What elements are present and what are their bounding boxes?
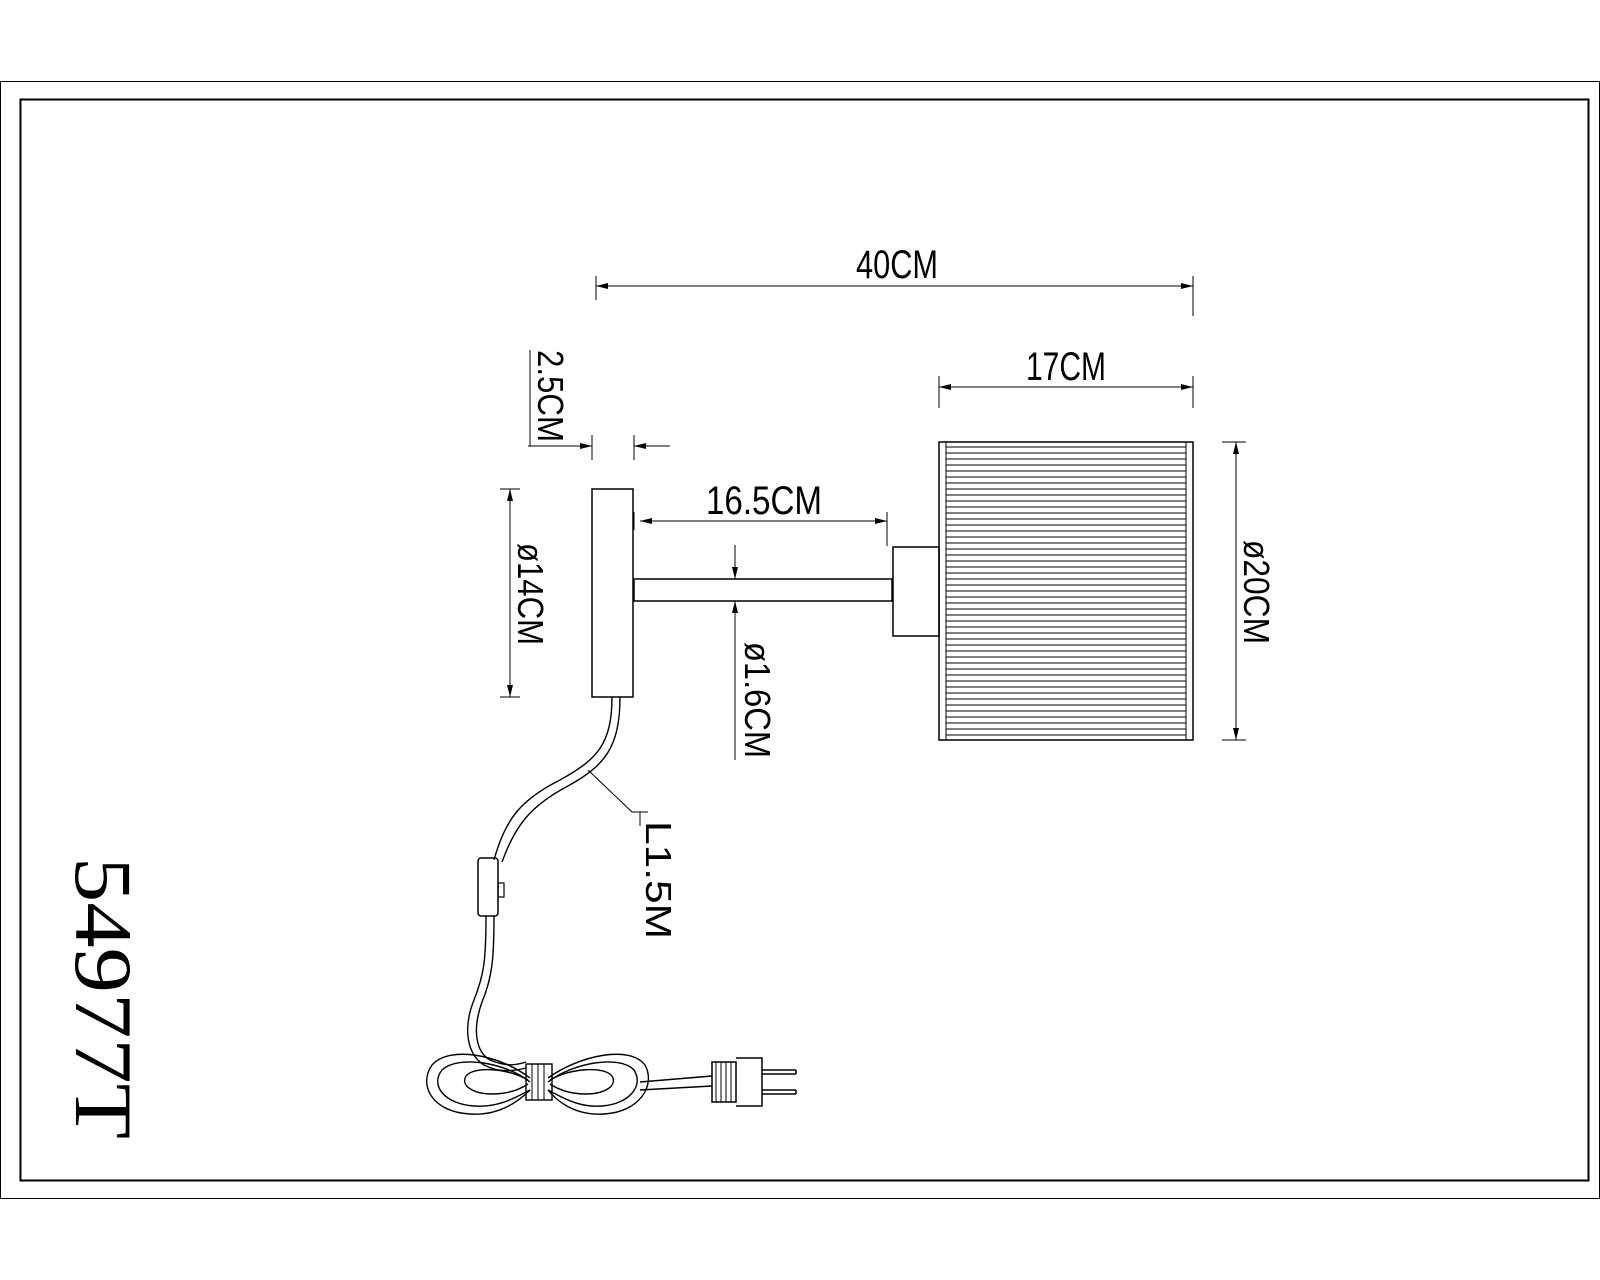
inner-frame [19,98,1590,1182]
lamp-shade [938,441,1194,741]
dim-cable-length: L1.5M [587,769,679,939]
arm-diameter-label: ø1.6CM [737,642,778,758]
cable-coil [426,1053,650,1115]
power-plug [711,1057,797,1107]
arm-length-label: 16.5CM [706,479,822,523]
dim-overall-width: 40CM [595,243,1194,316]
dim-shade-diameter: ø20CM [1222,441,1277,741]
cable-length-label: L1.5M [638,821,679,939]
overall-width-label: 40CM [856,243,938,287]
dim-base-depth: 2.5CM [528,350,670,460]
cable-switch [477,857,505,917]
wall-base-plate [591,488,634,698]
lamp-socket [892,546,940,637]
outer-frame [0,81,1600,1199]
lamp-arm [633,578,893,602]
shade-diameter-label: ø20CM [1236,540,1277,644]
dim-arm-length: 16.5CM [633,479,888,546]
dim-shade-width: 17CM [938,345,1194,408]
base-diameter-label: ø14CM [510,543,551,645]
shade-width-label: 17CM [1026,345,1106,389]
dim-base-diameter: ø14CM [500,488,551,698]
lamp-drawing [426,441,1194,1115]
base-depth-label: 2.5CM [530,350,571,442]
model-number: 54977T [58,857,149,1139]
power-cable [493,696,613,861]
dim-arm-diameter: ø1.6CM [732,545,778,760]
